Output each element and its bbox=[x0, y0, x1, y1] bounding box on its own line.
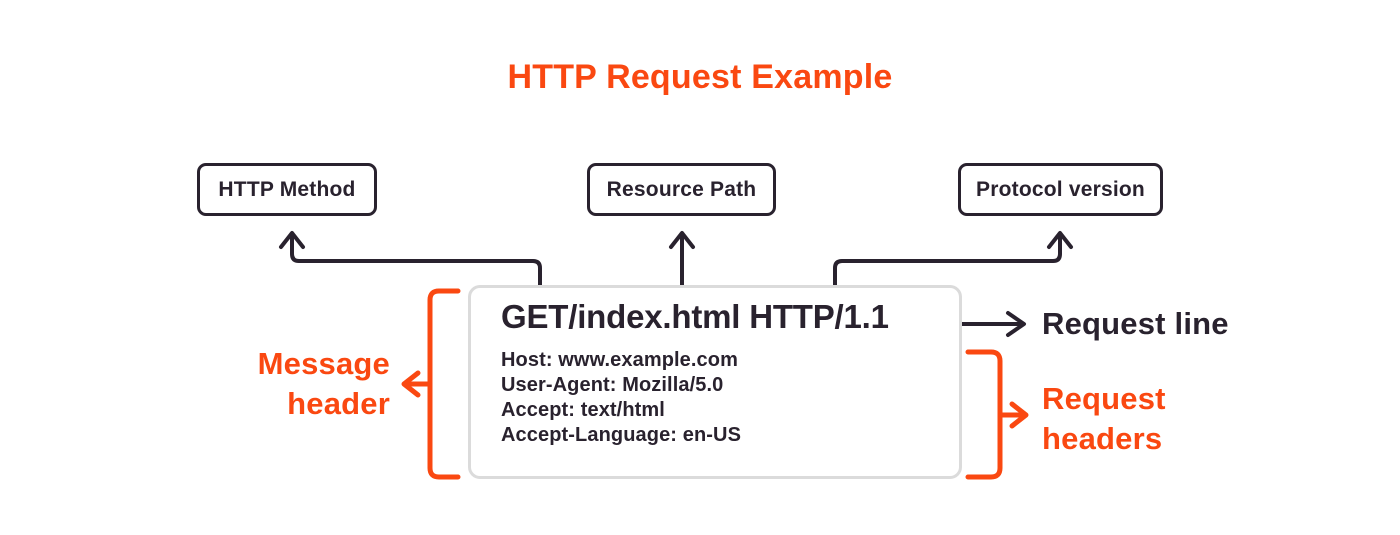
request-line-label: Request line bbox=[1042, 306, 1229, 341]
request-headers-bracket-icon bbox=[965, 349, 1029, 480]
request-headers-list: Host: www.example.com User-Agent: Mozill… bbox=[501, 348, 959, 448]
node-resource-path-label: Resource Path bbox=[606, 177, 757, 201]
request-header-line: User-Agent: Mozilla/5.0 bbox=[501, 374, 724, 396]
request-header-line: Host: www.example.com bbox=[501, 349, 738, 371]
node-protocol-version-label: Protocol version bbox=[976, 177, 1145, 201]
diagram-title: HTTP Request Example bbox=[507, 58, 893, 96]
request-headers-label: Request headers bbox=[1042, 381, 1166, 456]
request-header-line: Accept: text/html bbox=[501, 399, 665, 421]
request-message-box: GET/index.html HTTP/1.1 Host: www.exampl… bbox=[468, 285, 962, 479]
node-resource-path: Resource Path bbox=[587, 163, 776, 216]
message-header-label: Message header bbox=[257, 346, 390, 421]
request-header-line: Accept-Language: en-US bbox=[501, 424, 742, 446]
node-http-method-label: HTTP Method bbox=[218, 177, 356, 201]
message-header-bracket-icon bbox=[401, 288, 461, 480]
request-line-text: GET/index.html HTTP/1.1 bbox=[501, 298, 889, 335]
node-http-method: HTTP Method bbox=[197, 163, 377, 216]
node-protocol-version: Protocol version bbox=[958, 163, 1163, 216]
